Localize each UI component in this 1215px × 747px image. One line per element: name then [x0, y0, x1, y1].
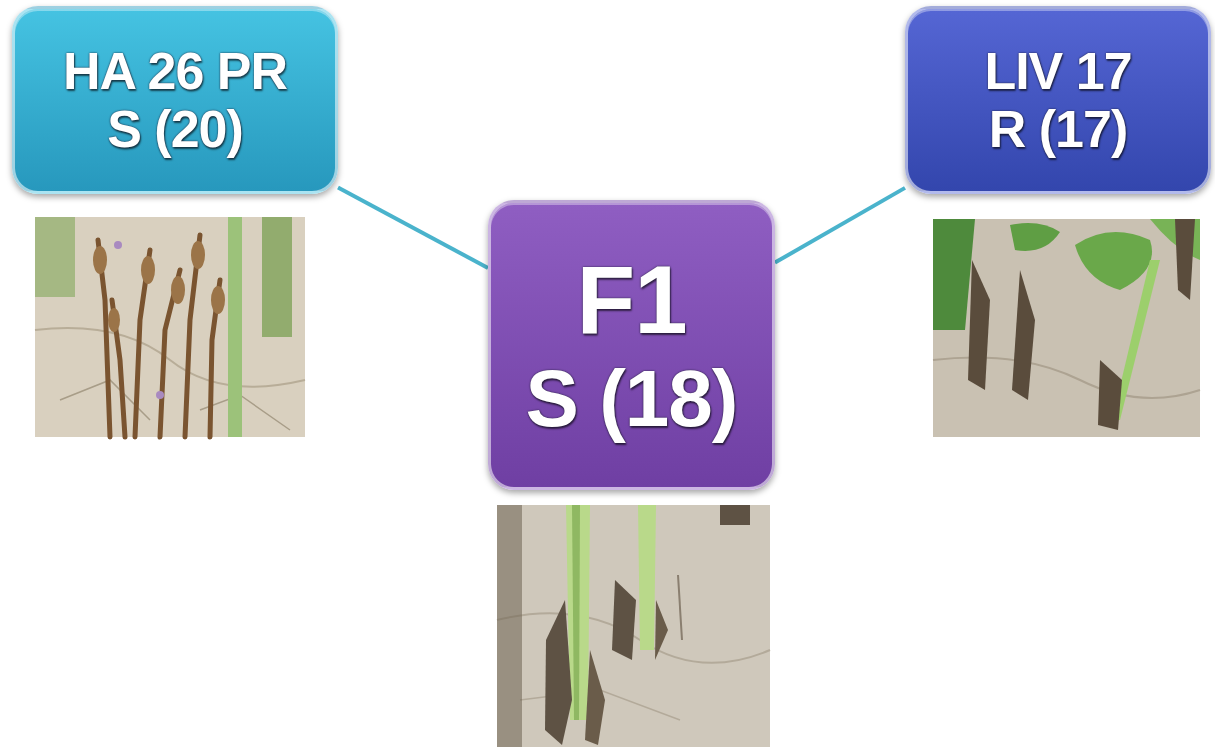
process-box: F1S (18)	[488, 200, 775, 490]
node-label: S (18)	[526, 354, 738, 444]
node-label: LIV 17	[984, 42, 1131, 100]
node-label: R (17)	[989, 100, 1127, 158]
connector-line	[338, 187, 488, 268]
node-label: HA 26 PR	[63, 42, 287, 100]
field-photo	[35, 217, 305, 437]
process-box: LIV 17R (17)	[905, 6, 1211, 194]
node-label: F1	[576, 246, 686, 354]
field-photo	[933, 219, 1200, 437]
process-box: HA 26 PRS (20)	[12, 6, 338, 194]
field-photo	[497, 505, 770, 747]
connector-line	[775, 188, 905, 263]
node-label: S (20)	[107, 100, 243, 158]
